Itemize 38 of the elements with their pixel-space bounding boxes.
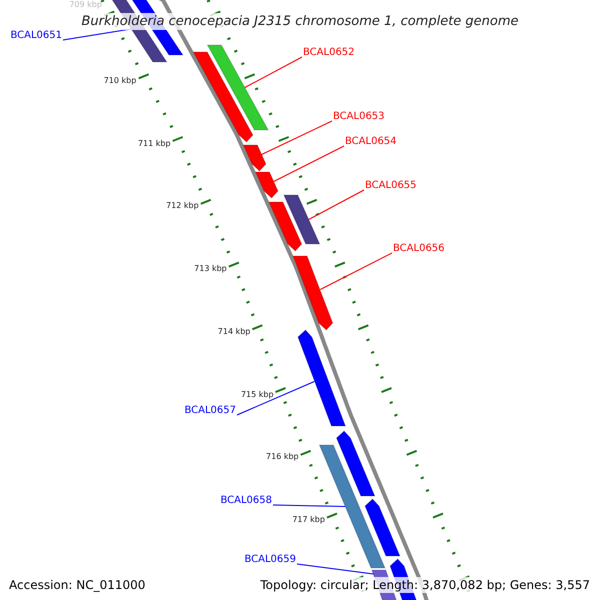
leader-line — [273, 146, 344, 182]
scale-label: 711 kbp — [138, 140, 171, 148]
leader-line — [261, 120, 332, 155]
scale-label: 715 kbp — [240, 390, 274, 398]
gene-feature — [268, 202, 302, 252]
genome-summary-text: Topology: circular; Length: 3,870,082 bp; Genes: 3,557 — [260, 577, 590, 593]
leader-line — [308, 190, 364, 220]
leader-line — [244, 56, 302, 88]
gene-label: BCAL0654 — [345, 137, 397, 147]
gene-feature — [242, 144, 266, 172]
gene-feature — [364, 498, 401, 556]
gene-feature — [206, 44, 270, 130]
scale-label: 713 kbp — [194, 265, 227, 273]
gene-feature — [192, 52, 254, 143]
gene-label: BCAL0656 — [393, 244, 445, 254]
leader-line — [272, 504, 346, 507]
scale-label: 712 kbp — [166, 202, 199, 210]
gene-label: BCAL0657 — [184, 406, 236, 416]
gene-feature — [283, 194, 320, 244]
scale-label: 709 kbp — [69, 1, 102, 9]
gene-feature — [336, 430, 376, 496]
gene-feature — [254, 172, 279, 199]
leader-line — [320, 252, 392, 290]
scale-label: 717 kbp — [292, 516, 325, 524]
gene-label: BCAL0652 — [303, 48, 355, 58]
gene-label: BCAL0655 — [365, 181, 417, 191]
gene-feature — [297, 329, 346, 426]
gene-label: BCAL0659 — [244, 555, 296, 565]
gene-label: BCAL0653 — [333, 112, 385, 122]
accession-text: Accession: NC_011000 — [9, 577, 146, 593]
gene-feature — [292, 256, 334, 331]
leader-line — [236, 381, 315, 416]
scale-label: 710 kbp — [104, 76, 136, 85]
gene-label: BCAL0658 — [220, 496, 272, 506]
gene-label: BCAL0651 — [10, 31, 62, 41]
scale-label: 716 kbp — [266, 453, 299, 462]
scale-label: 714 kbp — [218, 328, 250, 336]
leader-line — [296, 564, 374, 574]
